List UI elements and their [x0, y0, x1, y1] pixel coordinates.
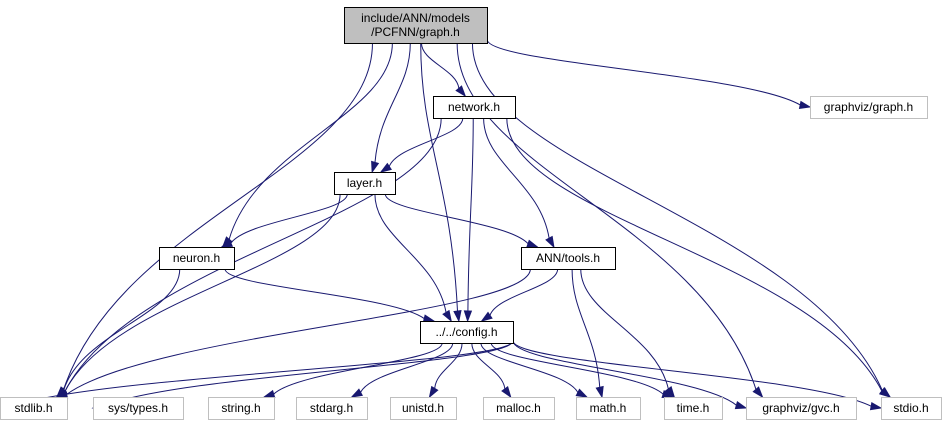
node-label: ../../config.h	[435, 325, 497, 339]
edge-graph_h-to-network_h	[420, 42, 467, 98]
edge-network_h-to-ann_tools_h	[483, 117, 555, 249]
node-label: neuron.h	[173, 251, 220, 265]
node-sys-types-h: sys/types.h	[93, 397, 184, 420]
node-label: stdarg.h	[310, 401, 353, 415]
edge-network_h-to-stdio_h	[506, 117, 892, 398]
node-label: stdio.h	[893, 401, 928, 415]
edge-ann_tools_h-to-math_h	[571, 268, 604, 399]
edge-ann_tools_h-to-time_h	[580, 268, 676, 399]
node-stdlib-h: stdlib.h	[0, 397, 68, 420]
node-unistd-h: unistd.h	[390, 397, 457, 420]
node-label: layer.h	[347, 176, 382, 190]
node-ann-tools-h[interactable]: ANN/tools.h	[521, 247, 616, 270]
node-label: math.h	[590, 401, 627, 415]
node-label: graphviz/gvc.h	[762, 401, 839, 415]
edge-layer_h-to-config_h	[374, 193, 452, 323]
edge-config_h-to-math_h	[480, 342, 589, 398]
node-label: ANN/tools.h	[536, 251, 600, 265]
node-label: time.h	[677, 401, 710, 415]
node-graph-h[interactable]: include/ANN/models/PCFNN/graph.h	[344, 7, 488, 44]
edge-graph_h-to-graphviz_graph_h	[486, 39, 812, 109]
edge-neuron_h-to-stdlib_h	[55, 268, 181, 399]
node-config-h[interactable]: ../../config.h	[420, 321, 514, 344]
edge-network_h-to-config_h	[463, 117, 474, 323]
edge-config_h-to-unistd_h	[428, 342, 463, 399]
node-label: sys/types.h	[108, 401, 168, 415]
node-stdarg-h: stdarg.h	[296, 397, 368, 420]
node-graphviz-graph-h: graphviz/graph.h	[810, 96, 928, 119]
edge-config_h-to-string_h	[262, 342, 443, 398]
edge-config_h-to-malloc_h	[471, 342, 512, 399]
edges	[0, 39, 892, 411]
node-label: unistd.h	[402, 401, 444, 415]
edge-config_h-to-stdio_h	[512, 340, 883, 411]
edge-ann_tools_h-to-config_h	[480, 268, 559, 322]
node-layer-h[interactable]: layer.h	[334, 172, 396, 195]
edge-config_h-to-graphviz_gvc_h	[512, 340, 748, 410]
node-stdio-h: stdio.h	[881, 397, 942, 420]
edge-graph_h-to-config_h	[420, 42, 462, 323]
edge-layer_h-to-neuron_h	[220, 193, 348, 248]
edge-layer_h-to-ann_tools_h	[384, 193, 539, 248]
node-label: /PCFNN/graph.h	[371, 25, 460, 39]
node-math-h: math.h	[576, 397, 641, 420]
node-malloc-h: malloc.h	[483, 397, 555, 420]
edge-config_h-to-time_h	[490, 342, 675, 399]
edge-graph_h-to-graphviz_gvc_h	[456, 42, 764, 399]
node-label: network.h	[448, 100, 500, 114]
edge-neuron_h-to-config_h	[224, 268, 436, 323]
node-label: include/ANN/models	[361, 11, 470, 25]
edge-config_h-to-stdarg_h	[350, 342, 454, 398]
node-graphviz-gvc-h: graphviz/gvc.h	[746, 397, 857, 420]
node-string-h: string.h	[208, 397, 275, 420]
edge-network_h-to-layer_h	[379, 117, 464, 173]
node-label: string.h	[221, 401, 260, 415]
edge-layer_h-to-stdlib_h	[55, 193, 341, 398]
edge-network_h-to-stdlib_h	[55, 117, 442, 398]
node-time-h: time.h	[664, 397, 723, 420]
edge-graph_h-to-layer_h	[371, 42, 411, 174]
node-network-h[interactable]: network.h	[433, 96, 516, 119]
node-label: graphviz/graph.h	[824, 100, 913, 114]
node-label: stdlib.h	[14, 401, 52, 415]
node-neuron-h[interactable]: neuron.h	[159, 247, 235, 270]
node-label: malloc.h	[496, 401, 541, 415]
